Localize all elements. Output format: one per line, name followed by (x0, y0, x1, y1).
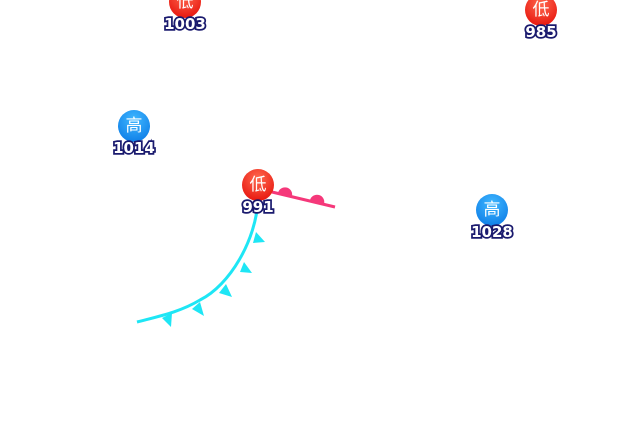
low-pressure-center: 低 991 (241, 169, 275, 218)
center-symbol: 低 (250, 175, 267, 195)
low-pressure-center: 低 1003 (162, 0, 208, 35)
low-pressure-center: 低 985 (524, 0, 558, 43)
low-marker (525, 0, 557, 26)
cold-front (136, 199, 265, 327)
high-pressure-center: 高 1028 (469, 194, 515, 243)
center-symbol: 低 (177, 0, 194, 12)
pressure-label: 1014 (113, 139, 155, 157)
low-marker (242, 169, 274, 201)
warm-front (271, 187, 336, 209)
high-marker (118, 110, 150, 142)
center-symbol: 高 (484, 200, 501, 220)
pressure-label: 1003 (164, 15, 206, 33)
low-marker (169, 0, 201, 18)
center-symbol: 高 (126, 116, 143, 136)
high-marker (476, 194, 508, 226)
pressure-label: 991 (242, 198, 273, 216)
pressure-label: 985 (525, 23, 556, 41)
high-pressure-center: 高 1014 (111, 110, 157, 159)
pressure-label: 1028 (471, 223, 513, 241)
center-symbol: 低 (533, 0, 550, 20)
